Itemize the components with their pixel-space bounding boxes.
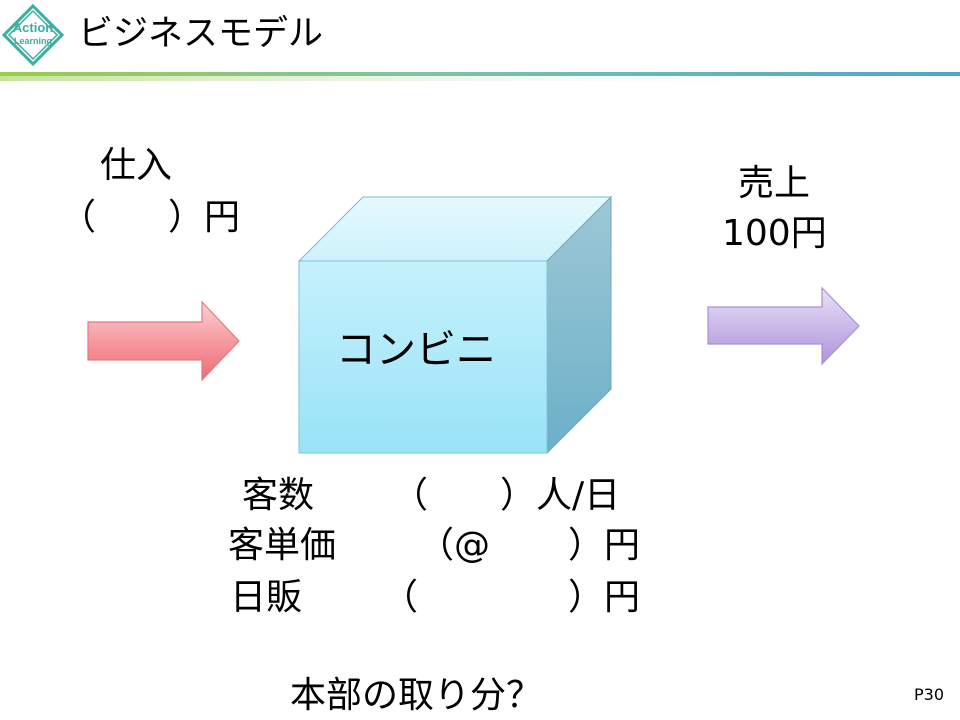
store-cube (297, 195, 613, 455)
daily-sales-label: 日販 (230, 577, 303, 618)
customer-count-unit: ）人/日 (500, 475, 621, 516)
page-number: P30 (914, 685, 945, 704)
header-divider (0, 72, 960, 81)
question-text: 本部の取り分？ (290, 675, 543, 716)
sales-value: 100円 (722, 213, 827, 254)
average-spend-open: （@ (418, 525, 491, 566)
customer-count-open: （ (392, 475, 429, 516)
purchase-label: 仕入 (100, 145, 173, 186)
inbound-arrow-icon (87, 300, 240, 382)
average-spend-unit: ）円 (568, 525, 641, 566)
customer-count-label: 客数 (242, 475, 315, 516)
logo-text-action: Action (13, 20, 54, 35)
outbound-arrow-icon (707, 286, 860, 366)
daily-sales-open: （ (382, 577, 419, 618)
average-spend-label: 客単価 (228, 525, 337, 566)
action-learning-logo: Action Learning (2, 4, 64, 66)
purchase-value: （ ）円 (60, 197, 241, 238)
page-title: ビジネスモデル (78, 14, 324, 54)
sales-label: 売上 (738, 163, 811, 204)
daily-sales-unit: ）円 (568, 577, 641, 618)
store-label: コンビニ (336, 327, 496, 373)
logo-text-learning: Learning (14, 36, 52, 46)
